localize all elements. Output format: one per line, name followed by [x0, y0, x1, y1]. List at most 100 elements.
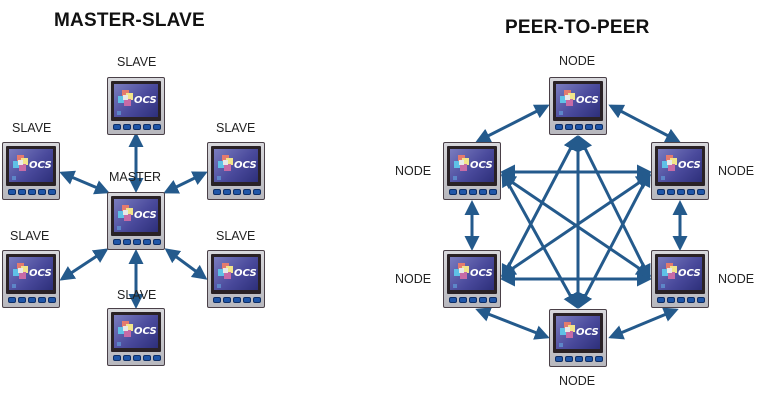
- ocs-brand-text: OCS: [470, 160, 493, 171]
- ocs-brand-text: OCS: [470, 268, 493, 279]
- function-key: [253, 189, 261, 195]
- label-slave-lower-right: SLAVE: [216, 229, 256, 243]
- function-key: [479, 297, 487, 303]
- link-master-lower-left: [59, 248, 109, 281]
- ocs-logo-icon: [454, 155, 469, 171]
- function-key: [123, 124, 131, 130]
- function-key: [565, 356, 573, 362]
- link-master-lower-right: [164, 248, 208, 280]
- device-slave-lower-left: OCS: [2, 250, 60, 308]
- device-bezel: OCS: [6, 254, 56, 294]
- function-keys: [657, 297, 705, 303]
- device-slave-lower-right: OCS: [207, 250, 265, 308]
- function-key: [18, 297, 26, 303]
- status-indicator-icon: [453, 284, 457, 288]
- link-master-upper-right: [163, 171, 208, 194]
- function-key: [213, 189, 221, 195]
- label-node-upper-right: NODE: [718, 164, 755, 178]
- status-indicator-icon: [217, 284, 221, 288]
- function-key: [113, 239, 121, 245]
- device-slave-bottom: OCS: [107, 308, 165, 366]
- function-key: [479, 189, 487, 195]
- ocs-logo-icon: [560, 90, 575, 106]
- ocs-logo-icon: [118, 205, 133, 221]
- label-slave-upper-right: SLAVE: [216, 121, 256, 135]
- status-indicator-icon: [559, 111, 563, 115]
- ocs-brand-text: OCS: [134, 326, 157, 337]
- link-top-upper-left: [475, 104, 550, 143]
- ocs-logo-icon: [218, 155, 233, 171]
- ocs-brand-text: OCS: [29, 268, 52, 279]
- link-upper-right-lower-left: [500, 174, 652, 277]
- function-keys: [657, 189, 705, 195]
- function-key: [48, 297, 56, 303]
- function-key: [469, 189, 477, 195]
- status-indicator-icon: [661, 284, 665, 288]
- label-slave-top: SLAVE: [117, 55, 157, 69]
- function-key: [489, 297, 497, 303]
- function-keys: [555, 356, 603, 362]
- function-key: [677, 189, 685, 195]
- function-key: [677, 297, 685, 303]
- function-key: [143, 239, 151, 245]
- function-key: [575, 124, 583, 130]
- device-bezel: OCS: [111, 196, 161, 236]
- function-key: [133, 124, 141, 130]
- status-indicator-icon: [453, 176, 457, 180]
- device-screen: OCS: [214, 149, 258, 182]
- function-key: [657, 297, 665, 303]
- ocs-brand-text: OCS: [678, 268, 701, 279]
- ocs-brand-text: OCS: [576, 327, 599, 338]
- ocs-brand-text: OCS: [134, 95, 157, 106]
- function-key: [595, 124, 603, 130]
- device-slave-top: OCS: [107, 77, 165, 135]
- function-key: [38, 297, 46, 303]
- function-key: [697, 297, 705, 303]
- peer-to-peer-title: PEER-TO-PEER: [505, 17, 650, 38]
- label-node-top: NODE: [559, 54, 596, 68]
- device-screen: OCS: [556, 84, 600, 117]
- device-bezel: OCS: [655, 254, 705, 294]
- ocs-logo-icon: [118, 90, 133, 106]
- ocs-logo-icon: [218, 263, 233, 279]
- ocs-brand-text: OCS: [29, 160, 52, 171]
- label-node-upper-left: NODE: [395, 164, 432, 178]
- function-key: [233, 189, 241, 195]
- device-bezel: OCS: [211, 146, 261, 186]
- label-node-bottom: NODE: [559, 374, 596, 388]
- function-key: [123, 239, 131, 245]
- function-key: [153, 355, 161, 361]
- device-screen: OCS: [556, 316, 600, 349]
- ocs-brand-text: OCS: [234, 268, 257, 279]
- function-keys: [8, 297, 56, 303]
- link-top-upper-right: [608, 104, 681, 143]
- function-key: [48, 189, 56, 195]
- device-node-top: OCS: [549, 77, 607, 135]
- function-key: [459, 297, 467, 303]
- status-indicator-icon: [12, 284, 16, 288]
- device-bezel: OCS: [553, 81, 603, 121]
- function-keys: [555, 124, 603, 130]
- function-key: [459, 189, 467, 195]
- device-screen: OCS: [9, 149, 53, 182]
- function-keys: [113, 239, 161, 245]
- link-master-upper-left: [59, 170, 110, 195]
- function-key: [133, 355, 141, 361]
- ocs-logo-icon: [662, 263, 677, 279]
- function-key: [469, 297, 477, 303]
- device-bezel: OCS: [111, 312, 161, 352]
- function-key: [143, 355, 151, 361]
- device-bezel: OCS: [447, 146, 497, 186]
- label-node-lower-left: NODE: [395, 272, 432, 286]
- function-key: [213, 297, 221, 303]
- device-node-bottom: OCS: [549, 309, 607, 367]
- device-screen: OCS: [114, 84, 158, 117]
- device-master: OCS: [107, 192, 165, 250]
- device-screen: OCS: [450, 257, 494, 290]
- function-key: [687, 189, 695, 195]
- function-key: [575, 356, 583, 362]
- function-key: [667, 189, 675, 195]
- device-bezel: OCS: [553, 313, 603, 353]
- link-lower-right-bottom: [608, 307, 679, 340]
